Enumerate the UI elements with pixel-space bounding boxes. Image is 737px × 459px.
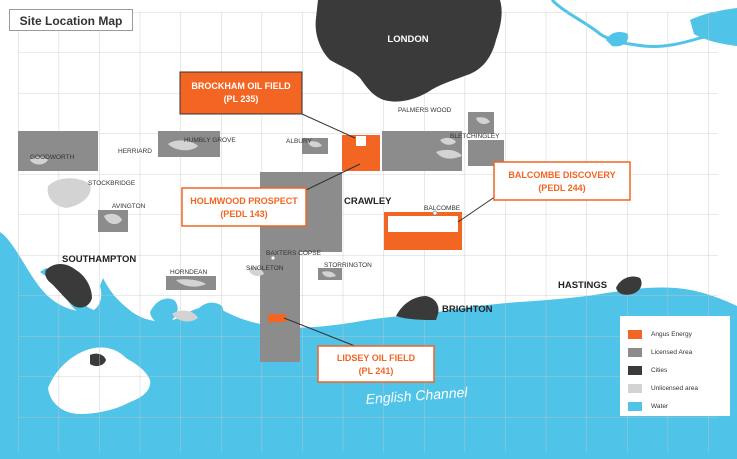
legend-item: Cities [628, 361, 722, 379]
london-city [315, 0, 502, 102]
label-crawley: CRAWLEY [344, 196, 392, 207]
label-palmers-wood: PALMERS WOOD [398, 107, 452, 114]
brockham-unlicensed-patch [356, 136, 366, 146]
legend-swatch-cities [628, 365, 642, 375]
label-humbly-grove: HUMBLY GROVE [184, 137, 236, 144]
legend-swatch-water [628, 401, 642, 411]
label-brighton: BRIGHTON [442, 304, 493, 315]
callout-lidsey: LIDSEY OIL FIELD (PL 241) [317, 345, 435, 383]
callout-balcombe-title: BALCOMBE DISCOVERY [508, 170, 615, 180]
legend-item: Angus Energy [628, 325, 722, 343]
label-balcombe: BALCOMBE [424, 205, 461, 212]
legend-label-licensed: Licensed Area [651, 348, 693, 356]
label-goodworth: GOODWORTH [30, 154, 75, 161]
label-london: LONDON [387, 34, 428, 45]
place-markers [270, 210, 438, 261]
legend-label-cities: Cities [651, 366, 668, 374]
unlicensed-patches [30, 117, 490, 322]
label-english-channel: English Channel [365, 384, 469, 407]
label-albury: ALBURY [286, 138, 313, 145]
map-title: Site Location Map [9, 9, 133, 31]
label-avington: AVINGTON [112, 203, 146, 210]
legend-swatch-unlicensed [628, 383, 642, 393]
label-singleton: SINGLETON [246, 265, 284, 272]
label-hastings: HASTINGS [558, 280, 607, 291]
callout-lidsey-title: LIDSEY OIL FIELD [337, 353, 416, 363]
label-stockbridge: STOCKBRIDGE [88, 180, 136, 187]
hastings-city [616, 276, 642, 295]
callout-brockham-licence: (PL 235) [224, 94, 259, 104]
licensed-area-lidsey [260, 252, 300, 362]
label-southampton: SOUTHAMPTON [62, 254, 136, 265]
label-horndean: HORNDEAN [170, 269, 208, 276]
callout-balcombe-licence: (PEDL 244) [538, 183, 585, 193]
legend-swatch-angus [628, 329, 642, 339]
label-baxters-copse: BAXTERS COPSE [266, 250, 322, 257]
licensed-area-goodworth [18, 131, 98, 171]
callout-brockham-title: BROCKHAM OIL FIELD [191, 81, 291, 91]
callout-balcombe-discovery: BALCOMBE DISCOVERY (PEDL 244) [493, 161, 631, 201]
callout-brockham: BROCKHAM OIL FIELD (PL 235) [179, 71, 303, 115]
legend-label-angus: Angus Energy [651, 330, 692, 338]
callout-holmwood-title: HOLMWOOD PROSPECT [190, 196, 298, 206]
legend-label-water: Water [651, 402, 669, 410]
label-herriard: HERRIARD [118, 148, 152, 155]
legend-swatch-licensed [628, 347, 642, 357]
callout-holmwood-licence: (PEDL 143) [220, 209, 267, 219]
legend-item: Licensed Area [628, 343, 722, 361]
map-legend: Angus Energy Licensed Area Cities Unlice… [620, 316, 730, 416]
legend-item: Water [628, 397, 722, 415]
label-storrington: STORRINGTON [324, 262, 372, 269]
label-bletchingley: BLETCHINGLEY [450, 133, 500, 140]
legend-label-unlicensed: Unlicensed area [651, 384, 698, 392]
legend-item: Unlicensed area [628, 379, 722, 397]
callout-lidsey-licence: (PL 241) [359, 366, 394, 376]
angus-area-lidsey [268, 314, 286, 322]
southampton-city [45, 264, 92, 308]
balcombe-unlicensed-strip [388, 216, 458, 232]
callout-holmwood: HOLMWOOD PROSPECT (PEDL 143) [181, 187, 307, 227]
brighton-city [396, 296, 439, 320]
